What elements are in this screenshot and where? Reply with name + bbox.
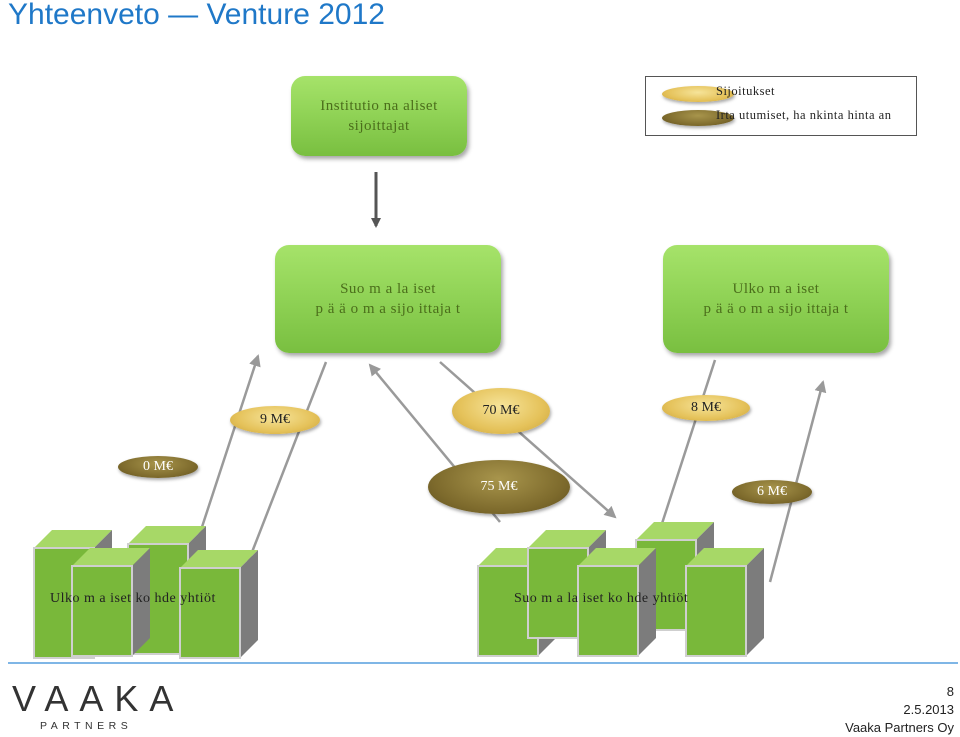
vaaka-logo: VAAKA <box>12 678 185 719</box>
footer-date: 2.5.2013 <box>903 702 954 717</box>
footer-company: Vaaka Partners Oy <box>845 720 954 735</box>
amount-70m: 70 M€ <box>452 388 550 434</box>
page-title: Yhteenveto — Venture 2012 <box>8 0 385 31</box>
legend-investments-swatch <box>662 86 734 102</box>
amount-6m: 6 M€ <box>732 480 812 504</box>
foreign-portfolio-blocks <box>33 526 258 659</box>
amount-0m: 0 M€ <box>118 456 198 478</box>
arrow-finnish-to-foreign-portfolio <box>238 361 328 585</box>
institutional-line-1: Institutio na aliset <box>320 98 438 114</box>
amount-9m: 9 M€ <box>230 406 320 434</box>
foreign-line-1: Ulko m a iset <box>732 281 820 297</box>
institutional-investors-box: Institutio na aliset sijoittajat <box>291 76 467 156</box>
foreign-line-2: p ä ä o m a sijo ittaja t <box>703 301 849 317</box>
foreign-portfolio-label: Ulko m a iset ko hde yhtiöt <box>50 591 216 606</box>
amount-8m: 8 M€ <box>662 395 750 421</box>
legend-investments-label: Sijoitukset <box>716 84 775 98</box>
arrow-finnish-to-finnish-portfolio <box>439 361 617 519</box>
legend-exits-label: Irta utumiset, ha nkinta hinta an <box>716 108 892 122</box>
page-number: 8 <box>946 684 954 699</box>
finnish-line-1: Suo m a la iset <box>340 281 436 297</box>
foreign-investors-box: Ulko m a iset p ä ä o m a sijo ittaja t <box>663 245 889 353</box>
finnish-portfolio-label: Suo m a la iset ko hde yhtiöt <box>514 591 689 606</box>
legend-exits-swatch <box>662 110 734 126</box>
vaaka-logo-sub: PARTNERS <box>40 720 133 732</box>
footer-divider <box>8 662 958 664</box>
finnish-line-2: p ä ä o m a sijo ittaja t <box>315 301 461 317</box>
institutional-line-2: sijoittajat <box>348 118 410 134</box>
finnish-portfolio-blocks <box>477 522 764 657</box>
legend: Sijoitukset Irta utumiset, ha nkinta hin… <box>645 76 917 136</box>
finnish-investors-box: Suo m a la iset p ä ä o m a sijo ittaja … <box>275 245 501 353</box>
amount-75m: 75 M€ <box>428 460 570 514</box>
